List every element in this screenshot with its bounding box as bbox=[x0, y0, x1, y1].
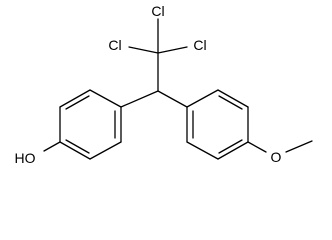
right-anisole-ring bbox=[186, 89, 249, 160]
molecule-diagram: Cl Cl Cl HO O bbox=[15, 3, 313, 166]
bond-c-cl-left bbox=[128, 46, 159, 54]
bond-c-o-methoxy bbox=[247, 141, 267, 153]
bond-ch-right-ring bbox=[157, 90, 188, 108]
methoxy-oxygen-label: O bbox=[271, 149, 282, 165]
hydroxyl-label: HO bbox=[15, 150, 36, 166]
bond-c-oh bbox=[43, 141, 61, 152]
bond-ch-left-ring bbox=[120, 90, 159, 108]
bond-o-ch3 bbox=[285, 140, 313, 153]
bond-c-cl-right bbox=[157, 46, 188, 54]
chlorine-label-right: Cl bbox=[193, 37, 206, 53]
chlorine-label-left: Cl bbox=[108, 37, 121, 53]
structure-svg: Cl Cl Cl HO O bbox=[15, 3, 313, 166]
left-phenol-ring bbox=[59, 89, 122, 160]
chlorine-label-top: Cl bbox=[151, 3, 164, 19]
